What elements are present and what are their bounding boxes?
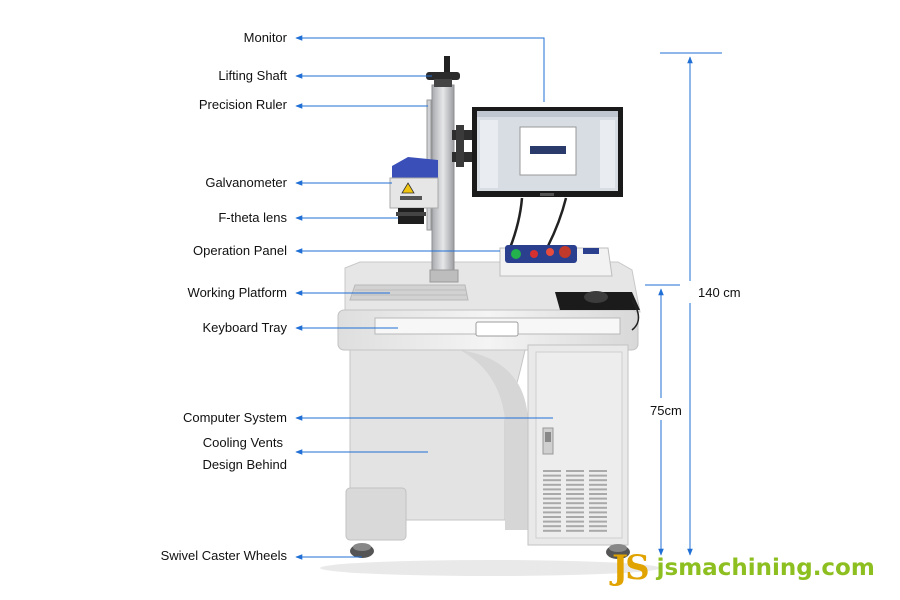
vent-slot <box>543 497 561 500</box>
vent-slot <box>566 479 584 482</box>
label-precision-ruler: Precision Ruler <box>198 97 287 112</box>
vent-slot <box>589 516 607 518</box>
vent-slot <box>589 474 607 477</box>
vent-slot <box>543 511 561 514</box>
monitor-arm <box>452 125 476 167</box>
label-computer-system: Computer System <box>182 410 287 425</box>
vent-slot <box>566 506 584 509</box>
dimension-label-total: 140 cm <box>698 285 741 300</box>
vent-slot <box>543 470 561 472</box>
vent-slot <box>589 511 607 514</box>
vent-slot <box>543 474 561 477</box>
label-working-platform: Working Platform <box>187 285 287 300</box>
dimension-label-table: 75cm <box>650 403 682 418</box>
computer-cabinet-door <box>542 427 554 455</box>
vent-slot <box>589 470 607 472</box>
vent-slot <box>543 520 561 523</box>
vent-slot <box>543 493 561 495</box>
label-cooling-vents-line2: Design Behind <box>202 457 287 472</box>
label-lifting-shaft: Lifting Shaft <box>218 68 287 83</box>
vent-slot <box>589 493 607 495</box>
vent-slot <box>566 529 584 532</box>
vent-slot <box>543 529 561 532</box>
vent-slot <box>566 511 584 514</box>
vent-slot <box>566 502 584 505</box>
vent-slot <box>566 470 584 472</box>
watermark-logo-mark: JS <box>612 548 650 588</box>
vent-slot <box>589 525 607 528</box>
label-keyboard-tray: Keyboard Tray <box>202 320 287 335</box>
label-swivel-caster-wheels: Swivel Caster Wheels <box>160 548 287 563</box>
vent-slot <box>589 479 607 482</box>
vent-slot <box>543 502 561 505</box>
vent-slot <box>566 488 584 491</box>
label-galvanometer: Galvanometer <box>205 175 287 190</box>
watermark: JS jsmachining.com <box>612 548 875 588</box>
cooling-vents <box>543 470 607 532</box>
watermark-text: jsmachining.com <box>656 555 875 581</box>
vent-slot <box>543 506 561 509</box>
vent-slot <box>566 497 584 500</box>
vent-slot <box>589 529 607 532</box>
vent-slot <box>589 488 607 491</box>
vent-slot <box>566 474 584 477</box>
label-operation-panel: Operation Panel <box>193 243 287 258</box>
vent-slot <box>589 520 607 523</box>
caster-wheels <box>350 543 630 559</box>
vent-slot <box>566 493 584 495</box>
vent-slot <box>543 516 561 518</box>
dimension-table-height <box>645 284 680 556</box>
vent-slot <box>589 497 607 500</box>
lifting-shaft-handwheel <box>426 56 460 87</box>
operation-panel <box>499 245 613 277</box>
galvanometer <box>389 157 439 209</box>
vent-slot <box>589 502 607 505</box>
vent-slot <box>543 479 561 482</box>
mouse-pad <box>555 291 640 331</box>
label-monitor: Monitor <box>243 30 287 45</box>
dimension-total-height <box>660 52 722 556</box>
working-platform <box>349 284 469 301</box>
lifting-column <box>429 84 459 283</box>
f-theta-lens <box>396 208 426 224</box>
callout-arrows <box>295 35 553 560</box>
vent-slot <box>566 516 584 518</box>
vent-slot <box>543 525 561 528</box>
vent-slot <box>566 525 584 528</box>
label-ftheta-lens: F-theta lens <box>218 210 287 225</box>
keyboard-tray <box>374 317 621 337</box>
vent-slot <box>589 483 607 486</box>
vent-slot <box>566 520 584 523</box>
vent-slot <box>543 483 561 486</box>
vent-slot <box>589 506 607 509</box>
monitor <box>472 107 623 197</box>
vent-slot <box>543 488 561 491</box>
vent-slot <box>566 483 584 486</box>
label-cooling-vents-line1: Cooling Vents <box>202 435 283 450</box>
